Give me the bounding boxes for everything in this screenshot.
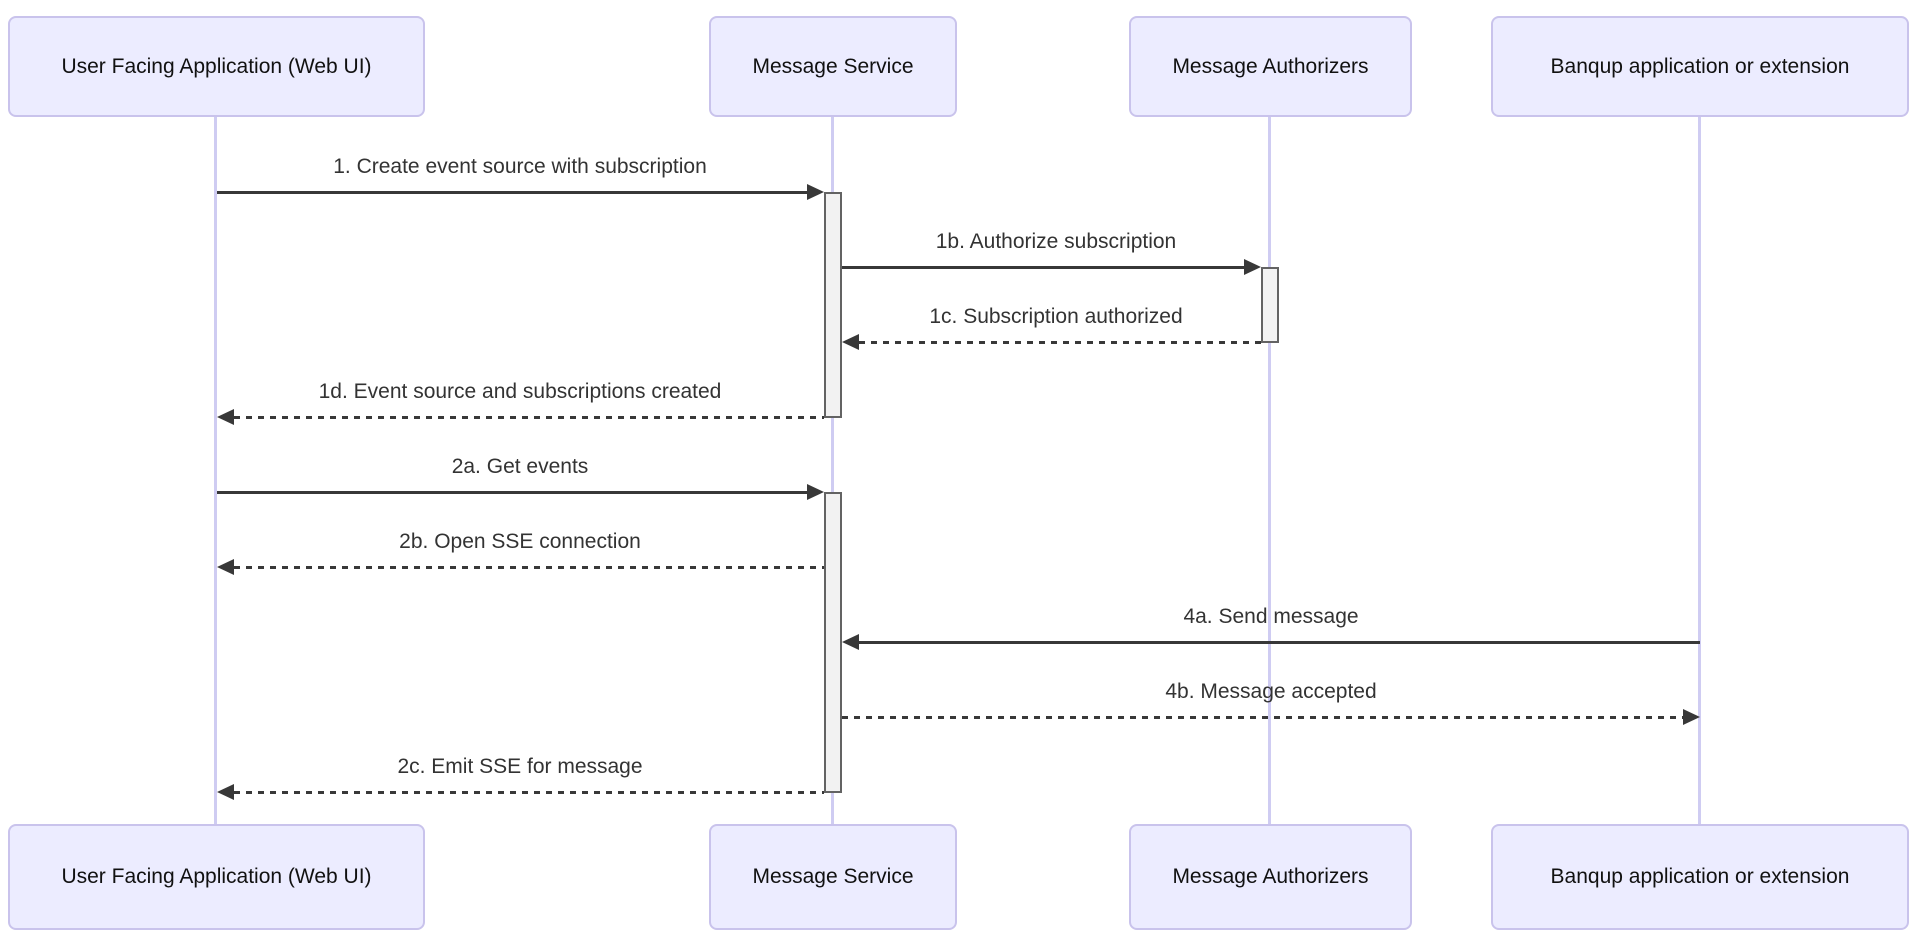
message-label: 2c. Emit SSE for message <box>397 755 643 778</box>
actor-box-top-message-service: Message Service <box>709 16 957 117</box>
actor-label: User Facing Application (Web UI) <box>61 865 372 888</box>
message-line <box>234 791 824 794</box>
actor-label: Message Authorizers <box>1172 54 1369 78</box>
message-line <box>842 716 1683 719</box>
lifeline-banqup <box>1698 116 1701 824</box>
actor-box-bottom-message-service: Message Service <box>709 824 957 930</box>
message-line <box>217 191 808 194</box>
message-line <box>217 491 808 494</box>
message-label: 1b. Authorize subscription <box>935 230 1177 253</box>
message-label: 1c. Subscription authorized <box>929 305 1183 328</box>
activation-bar-message-service-2 <box>824 492 842 793</box>
actor-label: User Facing Application (Web UI) <box>61 54 372 78</box>
lifeline-web-ui <box>214 116 217 824</box>
actor-label: Banqup application or extension <box>1550 54 1850 78</box>
actor-label: Message Service <box>752 54 914 78</box>
message-label: 4b. Message accepted <box>1165 680 1377 703</box>
arrowhead <box>217 409 234 425</box>
message-line <box>234 416 824 419</box>
actor-box-top-banqup: Banqup application or extension <box>1491 16 1909 117</box>
activation-bar-message-authorizers <box>1261 267 1279 343</box>
message-line <box>842 266 1245 269</box>
message-line <box>234 566 824 569</box>
arrowhead <box>1683 709 1700 725</box>
arrowhead <box>217 559 234 575</box>
arrowhead <box>807 184 824 200</box>
arrowhead <box>842 334 859 350</box>
activation-bar-message-service-1 <box>824 192 842 418</box>
arrowhead <box>807 484 824 500</box>
actor-box-bottom-web-ui: User Facing Application (Web UI) <box>8 824 425 930</box>
message-label: 1d. Event source and subscriptions creat… <box>318 380 722 403</box>
lifeline-message-authorizers <box>1268 116 1271 824</box>
actor-label: Banqup application or extension <box>1550 865 1850 888</box>
actor-box-bottom-banqup: Banqup application or extension <box>1491 824 1909 930</box>
message-label: 4a. Send message <box>1183 605 1359 628</box>
arrowhead <box>217 784 234 800</box>
actor-label: Message Authorizers <box>1172 865 1369 888</box>
message-line <box>859 641 1700 644</box>
message-line <box>859 341 1261 344</box>
actor-box-top-message-authorizers: Message Authorizers <box>1129 16 1412 117</box>
lifeline-message-service <box>831 116 834 824</box>
message-label: 2b. Open SSE connection <box>399 530 641 553</box>
actor-box-bottom-message-authorizers: Message Authorizers <box>1129 824 1412 930</box>
message-label: 1. Create event source with subscription <box>333 155 707 178</box>
actor-label: Message Service <box>752 865 914 888</box>
arrowhead <box>842 634 859 650</box>
message-label: 2a. Get events <box>451 455 589 478</box>
actor-box-top-web-ui: User Facing Application (Web UI) <box>8 16 425 117</box>
arrowhead <box>1244 259 1261 275</box>
